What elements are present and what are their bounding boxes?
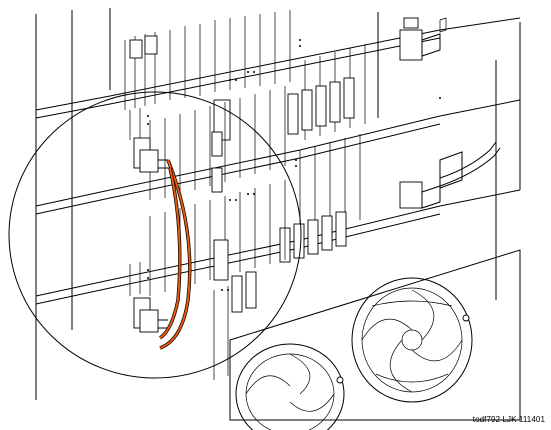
fiber-connector-upper bbox=[129, 108, 170, 173]
detail-callout-circle bbox=[8, 91, 302, 379]
figure-id-label: todf792 LJK 111401 bbox=[472, 415, 545, 424]
fan-tray bbox=[229, 249, 521, 430]
fan-right bbox=[351, 277, 473, 403]
cabinet-frame bbox=[35, 8, 521, 400]
middle-shelf-circuit-packs bbox=[149, 86, 501, 263]
upper-shelf-circuit-packs bbox=[124, 10, 447, 141]
fiber-jumper-cable bbox=[158, 159, 192, 350]
fiber-connector-lower bbox=[129, 262, 170, 333]
fan-left bbox=[235, 343, 345, 430]
